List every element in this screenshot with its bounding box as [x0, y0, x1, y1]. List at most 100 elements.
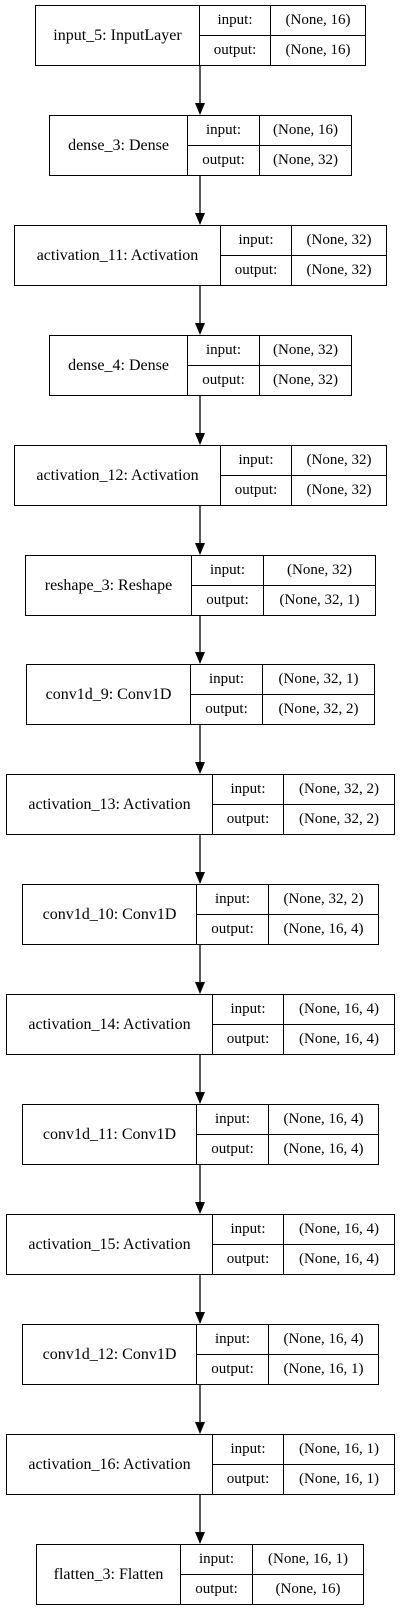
output-label: output: — [192, 585, 264, 615]
input-shape: (None, 32, 1) — [278, 670, 359, 687]
input-shape: (None, 16, 4) — [299, 1220, 379, 1237]
input-label: input: — [221, 226, 292, 255]
input-shape: (None, 16, 1) — [268, 1550, 348, 1567]
io-table: input:(None, 16, 1)output:(None, 16, 1) — [213, 1435, 394, 1494]
output-label: output: — [213, 1024, 284, 1054]
input-label: input: — [197, 885, 269, 914]
input-row: input:(None, 16, 4) — [213, 1215, 394, 1245]
output-row: output: (None, 32) — [188, 145, 351, 175]
input-row: input: (None, 32) — [221, 446, 386, 476]
input-label: input: — [197, 1105, 269, 1134]
layer-name: conv1d_11: Conv1D — [23, 1105, 197, 1164]
arrow-head-icon — [195, 323, 205, 335]
layer-name: activation_13: Activation — [7, 775, 213, 834]
output-shape: (None, 16, 1) — [299, 1470, 379, 1487]
output-label: output: — [200, 35, 271, 65]
arrow-head-icon — [195, 1202, 205, 1214]
output-label: output: — [191, 694, 263, 724]
output-shape: (None, 32) — [273, 151, 338, 168]
output-label: output: — [197, 1134, 269, 1164]
input-shape: (None, 32) — [306, 231, 372, 248]
output-shape: (None, 16, 1) — [283, 1360, 364, 1377]
input-row: input:(None, 16, 1) — [213, 1435, 394, 1465]
input-row: input: (None, 16) — [200, 6, 365, 36]
output-shape: (None, 16) — [285, 41, 351, 58]
arrow-head-icon — [195, 762, 205, 774]
output-label: output: — [197, 914, 269, 944]
input-label: input: — [181, 1545, 253, 1574]
input-shape: (None, 32) — [287, 561, 352, 578]
input-row: input: (None, 16, 4) — [197, 1105, 378, 1135]
input-label: input: — [188, 336, 260, 365]
output-row: output:(None, 32, 2) — [213, 804, 394, 834]
input-label: input: — [213, 995, 284, 1024]
output-row: output:(None, 32) — [221, 255, 386, 285]
io-table: input: (None, 16, 1) output:(None, 16) — [181, 1545, 363, 1604]
io-table: input:(None, 32, 2)output:(None, 32, 2) — [213, 775, 394, 834]
input-label: input: — [188, 116, 260, 145]
input-shape: (None, 16, 4) — [283, 1330, 364, 1347]
output-row: output: (None, 16, 4) — [197, 914, 378, 944]
arrow-head-icon — [195, 1312, 205, 1324]
output-shape: (None, 16, 4) — [283, 920, 364, 937]
io-table: input: (None, 16, 4) output: (None, 16, 1) — [197, 1325, 378, 1384]
input-label: input: — [200, 6, 271, 35]
output-label: output: — [197, 1354, 269, 1384]
output-label: output: — [188, 365, 260, 395]
input-label: input: — [213, 775, 284, 804]
output-row: output:(None, 32, 1) — [192, 585, 375, 615]
output-row: output:(None, 32, 2) — [191, 694, 374, 724]
output-row: output:(None, 32) — [221, 475, 386, 505]
input-shape: (None, 32) — [273, 341, 338, 358]
output-label: output: — [221, 255, 292, 285]
output-label: output: — [213, 1244, 284, 1274]
layer-name: conv1d_9: Conv1D — [27, 665, 191, 724]
output-shape: (None, 16, 4) — [283, 1140, 364, 1157]
input-label: input: — [197, 1325, 269, 1354]
output-label: output: — [213, 804, 284, 834]
output-row: output:(None, 16, 4) — [213, 1244, 394, 1274]
layer-name: reshape_3: Reshape — [26, 556, 192, 615]
layer-name: activation_14: Activation — [7, 995, 213, 1054]
io-table: input:(None, 32, 2)output: (None, 16, 4) — [197, 885, 378, 944]
input-row: input: (None, 32, 1) — [191, 665, 374, 695]
input-shape: (None, 16) — [285, 11, 351, 28]
input-shape: (None, 32) — [306, 451, 372, 468]
input-row: input:(None, 16) — [188, 116, 351, 146]
input-label: input: — [191, 665, 263, 694]
arrow-head-icon — [195, 543, 205, 555]
layer-name: activation_16: Activation — [7, 1435, 213, 1494]
input-label: input: — [221, 446, 292, 475]
input-label: input: — [192, 556, 264, 585]
arrow-head-icon — [195, 652, 205, 664]
arrow-head-icon — [195, 872, 205, 884]
arrow-head-icon — [195, 982, 205, 994]
output-label: output: — [221, 475, 292, 505]
output-row: output:(None, 16) — [181, 1574, 363, 1604]
input-row: input: (None, 32) — [221, 226, 386, 256]
output-row: output:(None, 16, 1) — [213, 1464, 394, 1494]
input-row: input:(None, 32, 2) — [197, 885, 378, 915]
io-table: input:(None, 16, 4)output:(None, 16, 4) — [213, 995, 394, 1054]
io-table: input: (None, 32) output:(None, 32) — [221, 226, 386, 285]
arrow-head-icon — [195, 433, 205, 445]
input-shape: (None, 16, 4) — [283, 1110, 364, 1127]
output-label: output: — [188, 145, 260, 175]
io-table: input:(None, 16)output: (None, 32) — [188, 116, 351, 175]
layer-name: input_5: InputLayer — [36, 6, 200, 65]
output-shape: (None, 32) — [273, 371, 338, 388]
output-row: output: (None, 16, 1) — [197, 1354, 378, 1384]
io-table: input: (None, 32) output:(None, 32) — [221, 446, 386, 505]
arrow-head-icon — [195, 103, 205, 115]
